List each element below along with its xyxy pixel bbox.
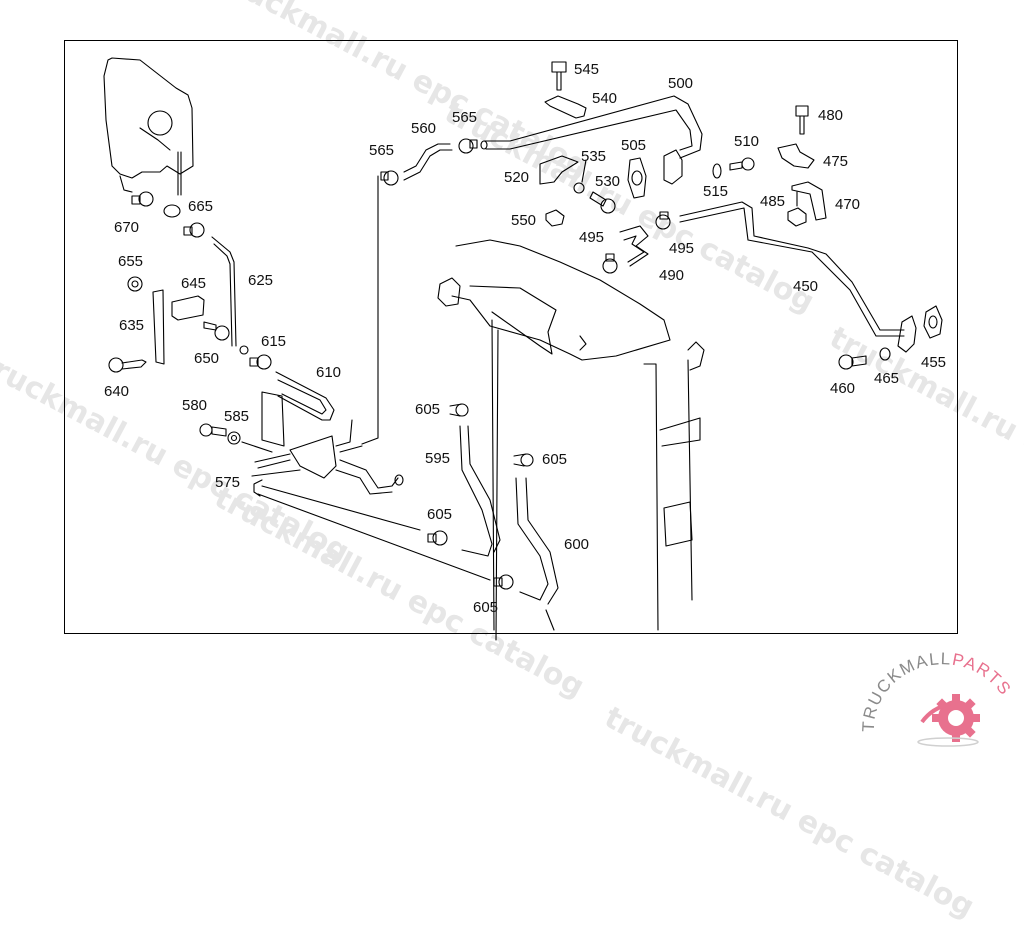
screw-640[interactable] <box>108 357 147 373</box>
truckmallparts-logo: TRUCKMALLPARTS <box>859 652 1015 747</box>
callout-645[interactable]: 645 <box>181 275 207 292</box>
nut-485[interactable] <box>787 191 807 227</box>
diagram-frame <box>64 40 958 634</box>
bolt-510[interactable] <box>729 157 755 171</box>
gasket-505[interactable] <box>627 157 647 199</box>
callout-565[interactable]: 565 <box>452 109 478 126</box>
callout-610[interactable]: 610 <box>316 364 342 381</box>
clip-540[interactable] <box>544 95 587 119</box>
hose-clamp-565-left[interactable] <box>380 170 399 186</box>
nut-535[interactable] <box>573 159 587 194</box>
expansion-tank[interactable] <box>103 57 194 196</box>
callout-510[interactable]: 510 <box>734 133 760 150</box>
callout-560[interactable]: 560 <box>411 120 437 137</box>
hose-595[interactable] <box>459 425 501 557</box>
callout-540[interactable]: 540 <box>592 90 618 107</box>
hose-clamp-605-mid[interactable] <box>513 453 534 467</box>
callout-495[interactable]: 495 <box>669 240 695 257</box>
hose-490[interactable] <box>619 225 649 267</box>
bolt-530[interactable] <box>589 191 616 214</box>
callout-650[interactable]: 650 <box>194 350 220 367</box>
callout-550[interactable]: 550 <box>511 212 537 229</box>
callout-470[interactable]: 470 <box>835 196 861 213</box>
callout-600[interactable]: 600 <box>564 536 590 553</box>
hose-clamp-495-top[interactable] <box>655 211 671 230</box>
pipe-450[interactable] <box>679 201 905 337</box>
clip-475[interactable] <box>777 143 815 169</box>
callout-665[interactable]: 665 <box>188 198 214 215</box>
callout-615[interactable]: 615 <box>261 333 287 350</box>
callout-670[interactable]: 670 <box>114 219 140 236</box>
hose-560[interactable] <box>403 143 453 181</box>
bracket-470[interactable] <box>791 181 827 221</box>
callout-490[interactable]: 490 <box>659 267 685 284</box>
hose-piece-665[interactable] <box>163 204 181 218</box>
callout-450[interactable]: 450 <box>793 278 819 295</box>
callout-495[interactable]: 495 <box>579 229 605 246</box>
hose-clamp-565-right[interactable] <box>458 138 478 154</box>
bolt-480[interactable] <box>795 105 809 135</box>
nut-550[interactable] <box>545 209 565 227</box>
bolt-580[interactable] <box>199 423 227 437</box>
callout-475[interactable]: 475 <box>823 153 849 170</box>
logo-text-secondary: PARTS <box>951 652 1015 699</box>
callout-535[interactable]: 535 <box>581 148 607 165</box>
callout-520[interactable]: 520 <box>504 169 530 186</box>
flange-500[interactable] <box>663 149 683 185</box>
bolt-545[interactable] <box>551 61 567 91</box>
hose-clamp-495-bottom[interactable] <box>602 253 618 274</box>
hose-clamp-605-bottom[interactable] <box>493 574 514 590</box>
pipe-575[interactable] <box>253 479 491 581</box>
callout-605[interactable]: 605 <box>473 599 499 616</box>
callout-485[interactable]: 485 <box>760 193 786 210</box>
callout-465[interactable]: 465 <box>874 370 900 387</box>
callout-500[interactable]: 500 <box>668 75 694 92</box>
hose-clamp-605-left[interactable] <box>427 530 448 546</box>
washer-585[interactable] <box>227 431 273 453</box>
callout-575[interactable]: 575 <box>215 474 241 491</box>
washer-515[interactable] <box>712 163 722 179</box>
callout-625[interactable]: 625 <box>248 272 274 289</box>
callout-595[interactable]: 595 <box>425 450 451 467</box>
hose-clamp-605-top[interactable] <box>449 403 469 417</box>
callout-460[interactable]: 460 <box>830 380 856 397</box>
gear-icon <box>917 694 980 747</box>
washer-465[interactable] <box>879 347 891 361</box>
callout-545[interactable]: 545 <box>574 61 600 78</box>
hose-clamp-615[interactable] <box>249 354 272 370</box>
callout-530[interactable]: 530 <box>595 173 621 190</box>
callout-565[interactable]: 565 <box>369 142 395 159</box>
callout-605[interactable]: 605 <box>542 451 568 468</box>
parts-illustration <box>103 57 943 641</box>
callout-635[interactable]: 635 <box>119 317 145 334</box>
bolt-650[interactable] <box>203 321 230 341</box>
callout-505[interactable]: 505 <box>621 137 647 154</box>
callout-480[interactable]: 480 <box>818 107 844 124</box>
flange-450[interactable] <box>897 315 917 353</box>
callout-580[interactable]: 580 <box>182 397 208 414</box>
hose-625[interactable] <box>211 236 237 347</box>
callout-605[interactable]: 605 <box>427 506 453 523</box>
callout-585[interactable]: 585 <box>224 408 250 425</box>
nut-655[interactable] <box>127 276 143 292</box>
pipe-500[interactable] <box>483 95 703 159</box>
hose-clamp-665[interactable] <box>183 222 205 238</box>
callout-640[interactable]: 640 <box>104 383 130 400</box>
radiator-assembly[interactable] <box>437 239 705 641</box>
bolt-460[interactable] <box>838 354 867 370</box>
callout-605[interactable]: 605 <box>415 401 441 418</box>
clip-645[interactable] <box>171 295 205 321</box>
bracket-575[interactable] <box>251 175 404 495</box>
callout-455[interactable]: 455 <box>921 354 947 371</box>
hose-600[interactable] <box>515 477 559 605</box>
gasket-455[interactable] <box>923 305 943 339</box>
callout-655[interactable]: 655 <box>118 253 144 270</box>
hose-clamp-670[interactable] <box>131 191 154 207</box>
strap-635[interactable] <box>152 289 165 365</box>
bracket-520[interactable] <box>539 155 579 185</box>
hose-610[interactable] <box>275 371 335 421</box>
callout-515[interactable]: 515 <box>703 183 729 200</box>
